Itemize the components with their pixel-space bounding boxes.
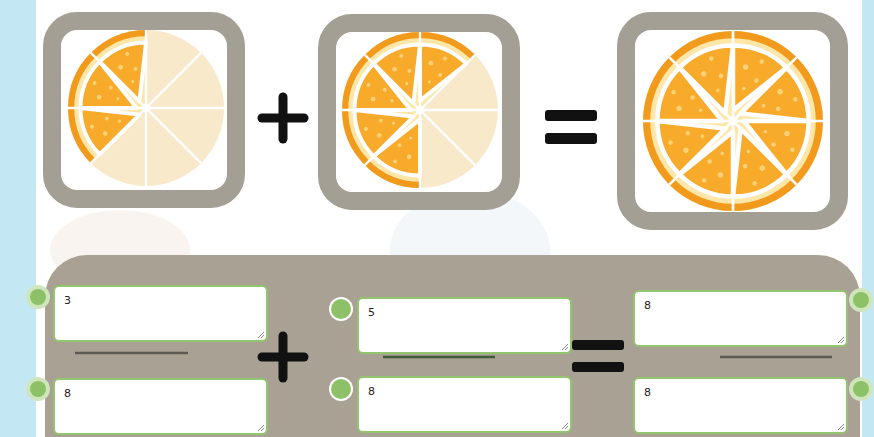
orange-five-eighths	[326, 16, 498, 188]
answer-box: 3	[53, 285, 268, 342]
answer-text: 8	[64, 387, 257, 401]
answer-panel	[45, 255, 860, 437]
answer-box: 8	[357, 376, 572, 433]
equals-symbol	[572, 340, 624, 372]
answer-box: 5	[357, 297, 572, 354]
equals-symbol	[545, 110, 597, 144]
answer-box: 8	[633, 377, 848, 434]
orange-whole	[624, 12, 841, 229]
answer-text: 8	[644, 386, 837, 400]
plus-symbol	[262, 97, 304, 139]
answer-text: 8	[368, 385, 561, 399]
answer-text: 5	[368, 306, 561, 320]
answer-box: 8	[53, 378, 268, 435]
resize-handle	[258, 332, 844, 431]
answer-box: 8	[633, 290, 848, 347]
picture-frame	[43, 12, 245, 208]
orange-three-eighths	[52, 14, 224, 186]
answer-text: 3	[64, 294, 257, 308]
side-strip	[0, 0, 36, 437]
side-strip	[862, 0, 874, 437]
plus-symbol	[262, 336, 304, 378]
answer-text: 8	[644, 299, 837, 313]
picture-frame	[318, 14, 520, 210]
picture-frame	[617, 12, 848, 230]
radio-dot	[26, 285, 873, 401]
